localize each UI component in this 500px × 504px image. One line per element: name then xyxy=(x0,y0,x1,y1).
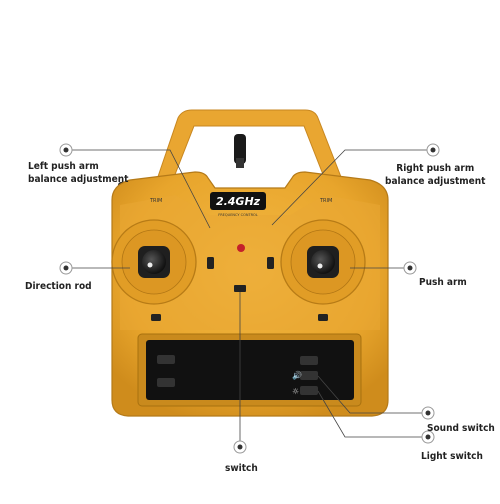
frequency-badge-text: 2.4GHz xyxy=(216,195,261,208)
label-push-arm: Push arm xyxy=(419,277,467,288)
power-led xyxy=(237,244,245,252)
right-trim-text: TRIM xyxy=(319,198,332,204)
black-faceplate xyxy=(146,340,354,400)
right-push-arm-leader xyxy=(271,149,433,226)
left-trim-text: TRIM xyxy=(149,198,162,204)
badge-subtext: FREQUENCY CONTROL xyxy=(218,213,258,217)
right-trim-switch xyxy=(267,257,274,269)
label-right-push-arm: Right push arm balance adjustment xyxy=(385,163,486,187)
light-switch-leader xyxy=(317,390,428,438)
callout-markers xyxy=(59,143,440,454)
left-joystick xyxy=(142,250,166,274)
label-left-push-arm: Left push arm balance adjustment xyxy=(28,161,129,185)
power-switch xyxy=(234,285,246,292)
top-panel-button xyxy=(300,356,318,365)
sound-icon: 🔊 xyxy=(292,370,302,380)
label-light-switch: Light switch xyxy=(421,451,483,462)
antenna xyxy=(234,134,246,164)
sound-switch-button xyxy=(300,371,318,380)
sound-switch-leader xyxy=(317,375,428,414)
frequency-badge xyxy=(210,192,266,210)
label-direction-rod: Direction rod xyxy=(25,281,92,292)
right-joystick xyxy=(311,250,335,274)
left-trim-switch xyxy=(207,257,214,269)
left-push-arm-leader xyxy=(66,149,211,229)
label-sound-switch: Sound switch xyxy=(427,423,495,434)
light-switch-button xyxy=(300,386,318,395)
label-switch: switch xyxy=(225,463,258,474)
light-icon: ☼ xyxy=(292,387,299,396)
